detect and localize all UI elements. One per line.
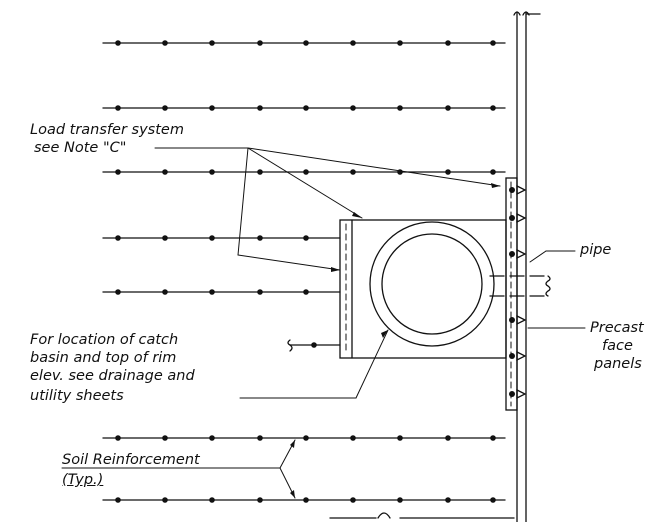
catch-basin-label-line1: For location of catch xyxy=(30,332,179,348)
load-transfer-plate xyxy=(505,177,518,411)
precast-label-line3: panels xyxy=(594,356,642,372)
precast-label-line2: face xyxy=(602,338,633,354)
pipe-rings xyxy=(369,221,495,347)
soil-reinforcement-label-line1: Soil Reinforcement xyxy=(62,452,200,468)
pipe-break-mark xyxy=(545,275,551,297)
precast-label-line1: Precast xyxy=(590,320,644,336)
load-transfer-connectors xyxy=(516,184,527,400)
leader-lines xyxy=(61,147,586,499)
load-transfer-label-line1: Load transfer system xyxy=(30,122,184,138)
catch-basin-label-line3: elev. see drainage and xyxy=(30,368,195,384)
soil-reinforcement-label-line2: (Typ.) xyxy=(62,472,104,488)
soil-reinforcement-strips xyxy=(102,42,506,501)
reinforcement-nodes xyxy=(115,40,496,503)
load-transfer-label-line2: see Note "C" xyxy=(34,140,127,156)
catch-basin-label-line4: utility sheets xyxy=(30,388,124,404)
pipe-exit-dashes xyxy=(489,275,549,297)
pipe-label: pipe xyxy=(580,242,612,258)
leader-arrowheads xyxy=(290,183,500,498)
precast-face-panel-wall xyxy=(329,11,541,522)
catch-basin-label-line2: basin and top of rim xyxy=(30,350,177,366)
